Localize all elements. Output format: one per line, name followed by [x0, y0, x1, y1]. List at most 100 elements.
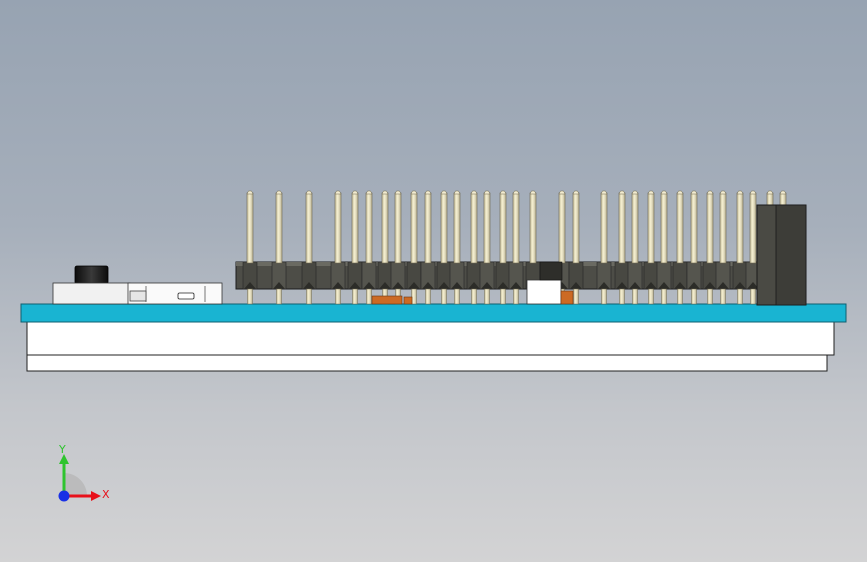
header-pin — [246, 192, 254, 264]
pin-tip — [529, 190, 537, 195]
pin-tip — [558, 190, 566, 195]
side-connector — [756, 204, 807, 306]
x-axis-label: X — [102, 488, 110, 501]
pin-tip — [334, 190, 342, 195]
header-notch — [616, 282, 628, 289]
header-pin — [453, 192, 461, 264]
pin-stub — [750, 288, 756, 305]
pin-tip — [470, 190, 478, 195]
pin-tip — [394, 190, 402, 195]
pin-stub — [691, 288, 697, 305]
header-notch — [392, 282, 404, 289]
pin-stub — [573, 288, 579, 305]
header-pin — [334, 192, 342, 264]
rotation-indicator — [64, 473, 87, 496]
header-pin — [600, 192, 608, 264]
pin-tip — [453, 190, 461, 195]
pin-stub — [306, 288, 312, 305]
header-pin — [736, 192, 744, 264]
smd-orange-block — [560, 290, 574, 305]
audio-jack — [74, 265, 109, 285]
header-notch — [717, 282, 729, 289]
pin-tip — [719, 190, 727, 195]
pin-stub — [441, 288, 447, 305]
z-axis-dot — [58, 490, 70, 502]
usb-connector — [52, 282, 223, 305]
header-pin — [631, 192, 639, 264]
smd-resistor — [371, 295, 403, 305]
pin-tip — [766, 190, 774, 195]
pin-tip — [410, 190, 418, 195]
pin-tip — [381, 190, 389, 195]
header-pin — [706, 192, 714, 264]
header-notch — [468, 282, 480, 289]
header-notch — [747, 282, 759, 289]
header-notch — [497, 282, 509, 289]
pin-stub — [601, 288, 607, 305]
header-notch — [303, 282, 315, 289]
pin-stub — [500, 288, 506, 305]
header-pin — [394, 192, 402, 264]
pin-stub — [454, 288, 460, 305]
header-notch — [363, 282, 375, 289]
header-pin — [690, 192, 698, 264]
pin-tip — [690, 190, 698, 195]
header-notch — [658, 282, 670, 289]
header-notch — [438, 282, 450, 289]
pin-tip — [660, 190, 668, 195]
header-notch — [704, 282, 716, 289]
pin-tip — [749, 190, 757, 195]
smd-capacitor — [403, 296, 413, 305]
header-notch — [570, 282, 582, 289]
pin-stub — [411, 288, 417, 305]
pin-tip — [631, 190, 639, 195]
pin-tip — [572, 190, 580, 195]
header-pin — [351, 192, 359, 264]
header-notch — [408, 282, 420, 289]
header-notch — [332, 282, 344, 289]
pin-header — [235, 190, 801, 305]
header-pin — [676, 192, 684, 264]
header-pin — [749, 192, 757, 264]
smd-white-block — [526, 279, 562, 305]
header-pin — [618, 192, 626, 264]
header-notch — [674, 282, 686, 289]
pin-tip — [440, 190, 448, 195]
header-notch — [645, 282, 657, 289]
header-pin — [512, 192, 520, 264]
pin-stub — [677, 288, 683, 305]
header-pin — [275, 192, 283, 264]
enclosure-upper — [26, 320, 835, 356]
pin-tip — [246, 190, 254, 195]
pin-stub — [484, 288, 490, 305]
header-pin — [660, 192, 668, 264]
pcb-board — [20, 303, 847, 323]
pin-tip — [512, 190, 520, 195]
header-pin — [470, 192, 478, 264]
header-notch — [349, 282, 361, 289]
pin-stub — [648, 288, 654, 305]
pin-tip — [618, 190, 626, 195]
pin-stub — [737, 288, 743, 305]
pin-stub — [619, 288, 625, 305]
header-pin — [410, 192, 418, 264]
pin-stub — [513, 288, 519, 305]
pin-tip — [779, 190, 787, 195]
header-pin — [529, 192, 537, 264]
pin-stub — [247, 288, 253, 305]
header-notch — [598, 282, 610, 289]
enclosure — [26, 320, 835, 372]
pin-stub — [632, 288, 638, 305]
header-pin — [572, 192, 580, 264]
pin-tip — [424, 190, 432, 195]
pin-stub — [352, 288, 358, 305]
header-notch — [422, 282, 434, 289]
header-pin — [440, 192, 448, 264]
smd-components — [371, 261, 574, 305]
pin-tip — [676, 190, 684, 195]
pin-tip — [600, 190, 608, 195]
coordinate-triad-icon: Y X — [58, 443, 110, 502]
pin-tip — [351, 190, 359, 195]
header-notch — [629, 282, 641, 289]
